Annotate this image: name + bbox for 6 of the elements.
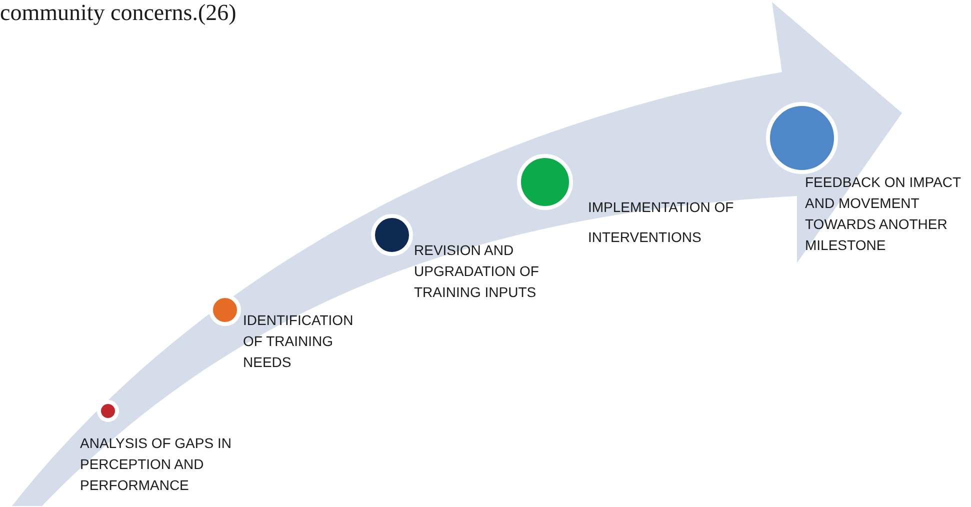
step-caption: FEEDBACK ON IMPACT AND MOVEMENT TOWARDS ANOTHER MILESTONE xyxy=(805,173,962,255)
body-text: community concerns.(26) xyxy=(0,0,236,27)
step-caption: IDENTIFICATION OF TRAINING NEEDS xyxy=(243,311,354,372)
step-caption: IMPLEMENTATION OF INTERVENTIONS xyxy=(588,198,735,247)
step-caption: REVISION AND UPGRADATION OF TRAINING INPUTS xyxy=(414,241,540,302)
step-caption: ANALYSIS OF GAPS IN PERCEPTION AND PERFORMANCE xyxy=(80,434,232,495)
